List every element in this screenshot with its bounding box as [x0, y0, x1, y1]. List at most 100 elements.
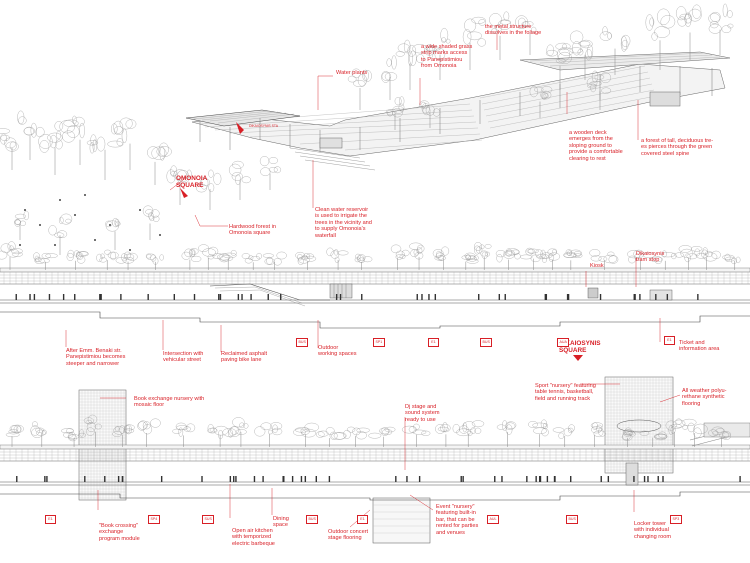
person-figure — [599, 294, 602, 300]
tree-icon — [461, 252, 479, 270]
tree-icon — [83, 414, 102, 447]
tree-icon — [113, 117, 137, 170]
person-figure — [250, 294, 252, 300]
person-figure — [545, 294, 548, 300]
tree-icon — [621, 427, 636, 447]
person-figure — [117, 476, 120, 482]
tree-icon — [474, 242, 492, 270]
tree-icon — [66, 249, 89, 270]
tree-icon — [385, 96, 405, 130]
module-tag: E1 — [357, 515, 368, 524]
annotation-ticket-info: Ticket and information area — [679, 340, 720, 353]
person-figure — [361, 294, 363, 300]
tree-icon — [456, 420, 485, 447]
tree-icon — [462, 16, 486, 70]
module-tag: BUS — [566, 515, 579, 524]
person-figure — [84, 476, 86, 482]
person-figure — [643, 476, 646, 482]
annotation-sport-nursery: Sport "nursery" featuring table tennis, … — [535, 383, 596, 402]
person-figure — [697, 294, 699, 300]
person-figure — [501, 476, 503, 482]
person-figure — [566, 294, 569, 300]
annotation-outdoor-working: Outdoor working spaces — [318, 345, 357, 358]
person-figure — [633, 476, 635, 482]
person-figure — [44, 476, 46, 482]
person-figure — [15, 294, 17, 300]
person-figure — [460, 476, 462, 482]
tree-icon — [381, 55, 398, 100]
person-figure — [173, 294, 176, 300]
label-dikaiosynis-square: DIKAIOSYNIS SQUARE — [559, 340, 601, 354]
person-figure — [406, 476, 408, 482]
label-tram-station-top: DIKAIOSYNIS STA — [249, 124, 278, 128]
tree-icon — [495, 248, 521, 270]
tree-canopy-middle — [0, 241, 741, 270]
tree-icon — [0, 128, 19, 170]
tree-icon — [681, 418, 708, 447]
person-figure — [639, 294, 641, 300]
annotation-kiosk: Kiosk — [590, 263, 604, 269]
person-figure — [282, 476, 284, 482]
tree-icon — [489, 11, 512, 60]
person-figure — [121, 476, 124, 482]
person-figure — [233, 476, 235, 482]
tree-icon — [496, 420, 517, 447]
dikaiosynis-marker — [573, 355, 583, 361]
annotation-hardwood-forest: Hardwood forest in Omonoia square — [229, 224, 276, 237]
tree-icon — [676, 4, 702, 60]
person-figure — [120, 294, 122, 300]
tree-icon — [354, 253, 373, 270]
tree-icon — [722, 253, 741, 270]
person-figure — [99, 294, 101, 300]
tree-icon — [395, 39, 428, 90]
tree-icon — [259, 156, 282, 190]
tree-icon — [142, 205, 160, 240]
person-figure — [328, 476, 331, 482]
tree-icon — [105, 218, 121, 250]
tree-icon — [62, 115, 85, 165]
annotation-locker-tower: Locker tower with individual changing ro… — [634, 521, 672, 540]
module-tag: SP1 — [373, 338, 385, 347]
tram-marker-top — [236, 122, 244, 134]
tree-icon — [390, 244, 410, 270]
person-figure — [267, 294, 269, 300]
person-figure — [262, 476, 264, 482]
tree-icon — [33, 252, 58, 270]
person-figure — [504, 294, 506, 300]
section-bottom — [0, 376, 750, 544]
person-figure — [478, 294, 480, 300]
tree-icon — [347, 68, 372, 110]
tree-canopy-bottom — [5, 414, 731, 447]
tree-icon — [708, 426, 731, 447]
tree-icon — [181, 248, 202, 270]
person-figure — [218, 294, 220, 300]
tree-icon — [254, 422, 283, 447]
person-figure — [539, 476, 542, 482]
person-figure — [339, 294, 342, 300]
label-omonoia-square: OMONOIA SQUARE — [176, 175, 208, 189]
figures-middle — [15, 294, 699, 300]
tree-icon — [195, 169, 222, 210]
person-figure — [237, 294, 240, 300]
annotation-forest-trees: a forest of tall, deciduous tre- es pier… — [641, 138, 714, 157]
person-figure — [315, 476, 317, 482]
person-figure — [16, 476, 18, 482]
tree-icon — [520, 247, 549, 270]
annotation-after-benaki: After Emm. Benaki str. Panepistimiou bec… — [66, 348, 126, 367]
person-figure — [33, 294, 36, 300]
section-middle — [0, 267, 750, 329]
tree-icon — [228, 160, 251, 200]
person-figure — [304, 476, 307, 482]
module-tag: SUS — [202, 515, 215, 524]
annotation-all-weather: All weather polyu- rethane synthetic flo… — [682, 388, 727, 407]
tree-icon — [586, 70, 612, 110]
tree-icon — [674, 245, 703, 270]
tree-icon — [86, 123, 124, 180]
person-figure — [554, 476, 556, 482]
tree-icon — [295, 251, 317, 270]
tree-icon — [401, 423, 431, 447]
person-figure — [538, 476, 541, 482]
annotation-dining-space: Dining space — [273, 516, 289, 529]
